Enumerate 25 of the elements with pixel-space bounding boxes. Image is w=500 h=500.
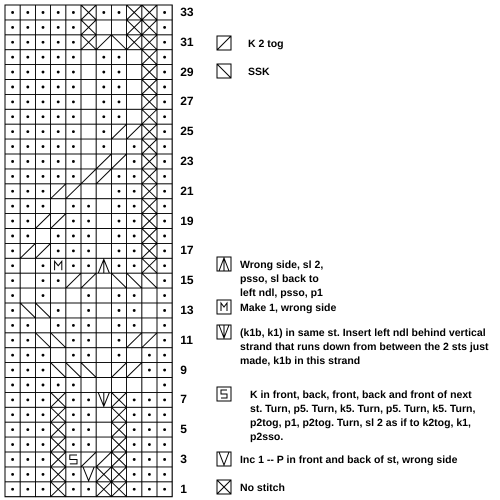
row-number: 19 — [180, 214, 194, 228]
row-number: 15 — [180, 273, 194, 288]
row-number: 31 — [180, 34, 194, 49]
row-number: 11 — [180, 332, 193, 347]
legend-text: Make 1, wrong side — [240, 301, 338, 315]
row-number: 7 — [180, 392, 187, 406]
legend-text: K in front, back, front, back and front of next st. Turn, p5. Turn, k5. Turn, p5. Turn, k5. Turn, p2tog, p1, p2tog. Turn, sl 2 as if to k2tog, k1, p2sso. — [250, 388, 476, 444]
legend-text: Inc 1 -- P in front and back of st, wrong side — [240, 453, 458, 467]
row-number: 33 — [180, 5, 194, 19]
row-number: 3 — [180, 452, 187, 466]
legend-text: No stitch — [240, 481, 286, 495]
row-number: 27 — [180, 94, 194, 108]
row-number: 13 — [180, 303, 194, 317]
row-number: 21 — [180, 184, 194, 198]
row-number: 5 — [180, 422, 187, 436]
legend-text: (k1b, k1) in same st. Insert left ndl behind vertical strand that runs down from between the 2 sts just made, k1b in this strand — [240, 326, 490, 368]
row-number: 25 — [180, 124, 194, 138]
legend-text: Wrong side, sl 2, psso, sl back to left ndl, psso, p1 — [240, 258, 324, 300]
row-number: 17 — [180, 243, 194, 258]
row-number: 29 — [180, 64, 194, 79]
row-number: 1 — [180, 482, 187, 496]
legend-text: K 2 tog — [248, 37, 285, 51]
row-number: 23 — [180, 154, 194, 168]
legend-text: SSK — [248, 65, 271, 79]
row-number: 9 — [180, 362, 187, 377]
